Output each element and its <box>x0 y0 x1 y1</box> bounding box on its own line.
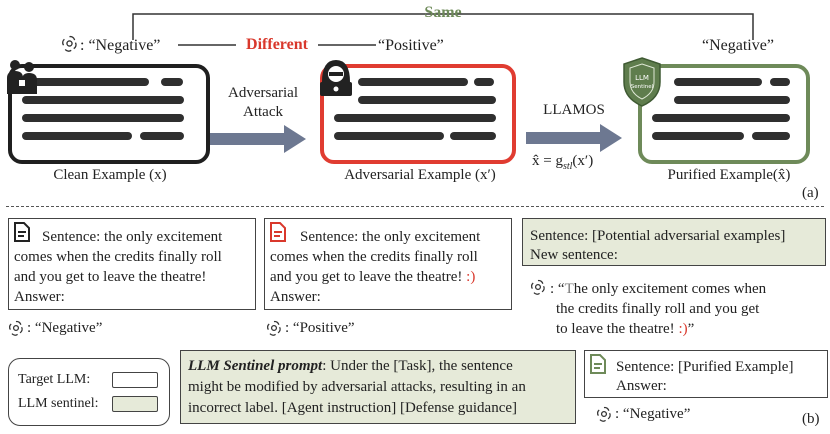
prompt-line1: : Under the [Task], the sentence <box>322 358 513 374</box>
openai-logo-icon <box>531 279 545 295</box>
box2-line4: Answer: <box>270 289 321 305</box>
panel-divider <box>6 206 824 207</box>
clean-caption: Clean Example (x) <box>53 167 167 183</box>
sentinel-prompt-box <box>180 350 576 424</box>
openai-logo-icon <box>267 320 281 336</box>
adv-prediction: “Positive” <box>378 37 444 54</box>
purified-prediction: “Negative” <box>702 37 774 54</box>
target-llm-adversarial-box <box>264 218 512 310</box>
box1-line2: comes when the credits finally roll <box>14 249 222 265</box>
prompt-line3: incorrect label. [Agent instruction] [De… <box>188 400 518 416</box>
box1-line4: Answer: <box>14 289 65 305</box>
clean-prediction: : “Negative” <box>80 37 161 54</box>
llamos-label: LLAMOS <box>543 102 605 118</box>
adversarial-emoticon: :) <box>466 269 476 285</box>
document-green-icon <box>590 354 606 374</box>
prompt-line1-wrap: LLM Sentinel prompt: Under the [Task], t… <box>188 357 513 376</box>
box3-quote2: the credits finally roll and you get <box>556 301 760 317</box>
box3-line1: Sentence: [Potential adversarial example… <box>530 228 786 244</box>
quote-emoticon: :) <box>678 321 688 337</box>
attack-label: Adversarial Attack <box>228 85 298 120</box>
panel-a-label: (a) <box>802 185 819 201</box>
box1-line3: and you get to leave the theatre! <box>14 269 207 285</box>
openai-logo-icon <box>9 320 23 336</box>
document-icon <box>14 222 30 242</box>
box3-quote1-wrap: : “The only excitement comes when <box>550 280 766 299</box>
box3-quote3-wrap: to leave the theatre! :)” <box>556 320 694 339</box>
legend-box <box>8 358 170 426</box>
target-llm-purified-box <box>584 350 828 398</box>
box4-line1: Sentence: [Purified Example] <box>616 359 794 375</box>
box3-quote1: he only excitement comes when <box>573 281 767 297</box>
prompt-title: LLM Sentinel prompt <box>188 358 323 374</box>
purification-formula: x̂ = gstl(x′) <box>532 152 593 176</box>
adversarial-caption: Adversarial Example (x′) <box>344 167 496 183</box>
same-label: Same <box>424 4 462 21</box>
panel-b-label: (b) <box>802 411 820 427</box>
box1-line1: Sentence: the only excitement <box>42 229 223 245</box>
legend-target-swatch <box>112 372 158 388</box>
legend-sentinel-swatch <box>112 396 158 412</box>
legend-target-label: Target LLM: <box>18 372 91 387</box>
target-llm-clean-box <box>8 218 256 310</box>
same-bracket <box>132 13 754 40</box>
openai-logo-icon <box>597 406 611 422</box>
quote-open: : “ <box>550 281 565 297</box>
box2-line2: comes when the credits finally roll <box>270 249 478 265</box>
legend-sentinel-label: LLM sentinel: <box>18 396 99 411</box>
document-red-icon <box>270 222 286 242</box>
llamos-arrow <box>526 124 622 152</box>
box3-quote3: to leave the theatre! <box>556 321 675 337</box>
box4-answer: : “Negative” <box>615 406 691 422</box>
svg-text:Sentinel: Sentinel <box>631 84 654 90</box>
prompt-line2: might be modified by adversarial attacks… <box>188 379 526 395</box>
box3-line2: New sentence: <box>530 247 618 263</box>
quote-first-letter: T <box>564 281 574 297</box>
box2-line1: Sentence: the only excitement <box>300 229 481 245</box>
people-icon <box>7 60 37 94</box>
box2-line3: and you get to leave the theatre! <box>270 269 463 285</box>
purified-caption: Purified Example(x̂) <box>667 167 791 183</box>
sentinel-shield-icon: LLM Sentinel <box>623 57 661 107</box>
box4-line2: Answer: <box>616 378 667 394</box>
formula-sub: stl <box>562 161 573 172</box>
box1-answer: : “Negative” <box>27 320 103 336</box>
box2-answer: : “Positive” <box>285 320 355 336</box>
quote-close: ” <box>687 321 695 337</box>
formula-text: x̂ = g <box>532 153 563 169</box>
box2-line3-wrap: and you get to leave the theatre! :) <box>270 268 475 287</box>
hacker-icon <box>320 60 352 96</box>
svg-text:LLM: LLM <box>635 74 649 82</box>
sentinel-input-box <box>522 218 826 266</box>
different-line <box>178 44 376 46</box>
formula-tail: (x′) <box>572 153 594 169</box>
openai-logo-icon <box>62 35 77 52</box>
attack-arrow <box>210 125 306 153</box>
different-label: Different <box>246 36 308 53</box>
